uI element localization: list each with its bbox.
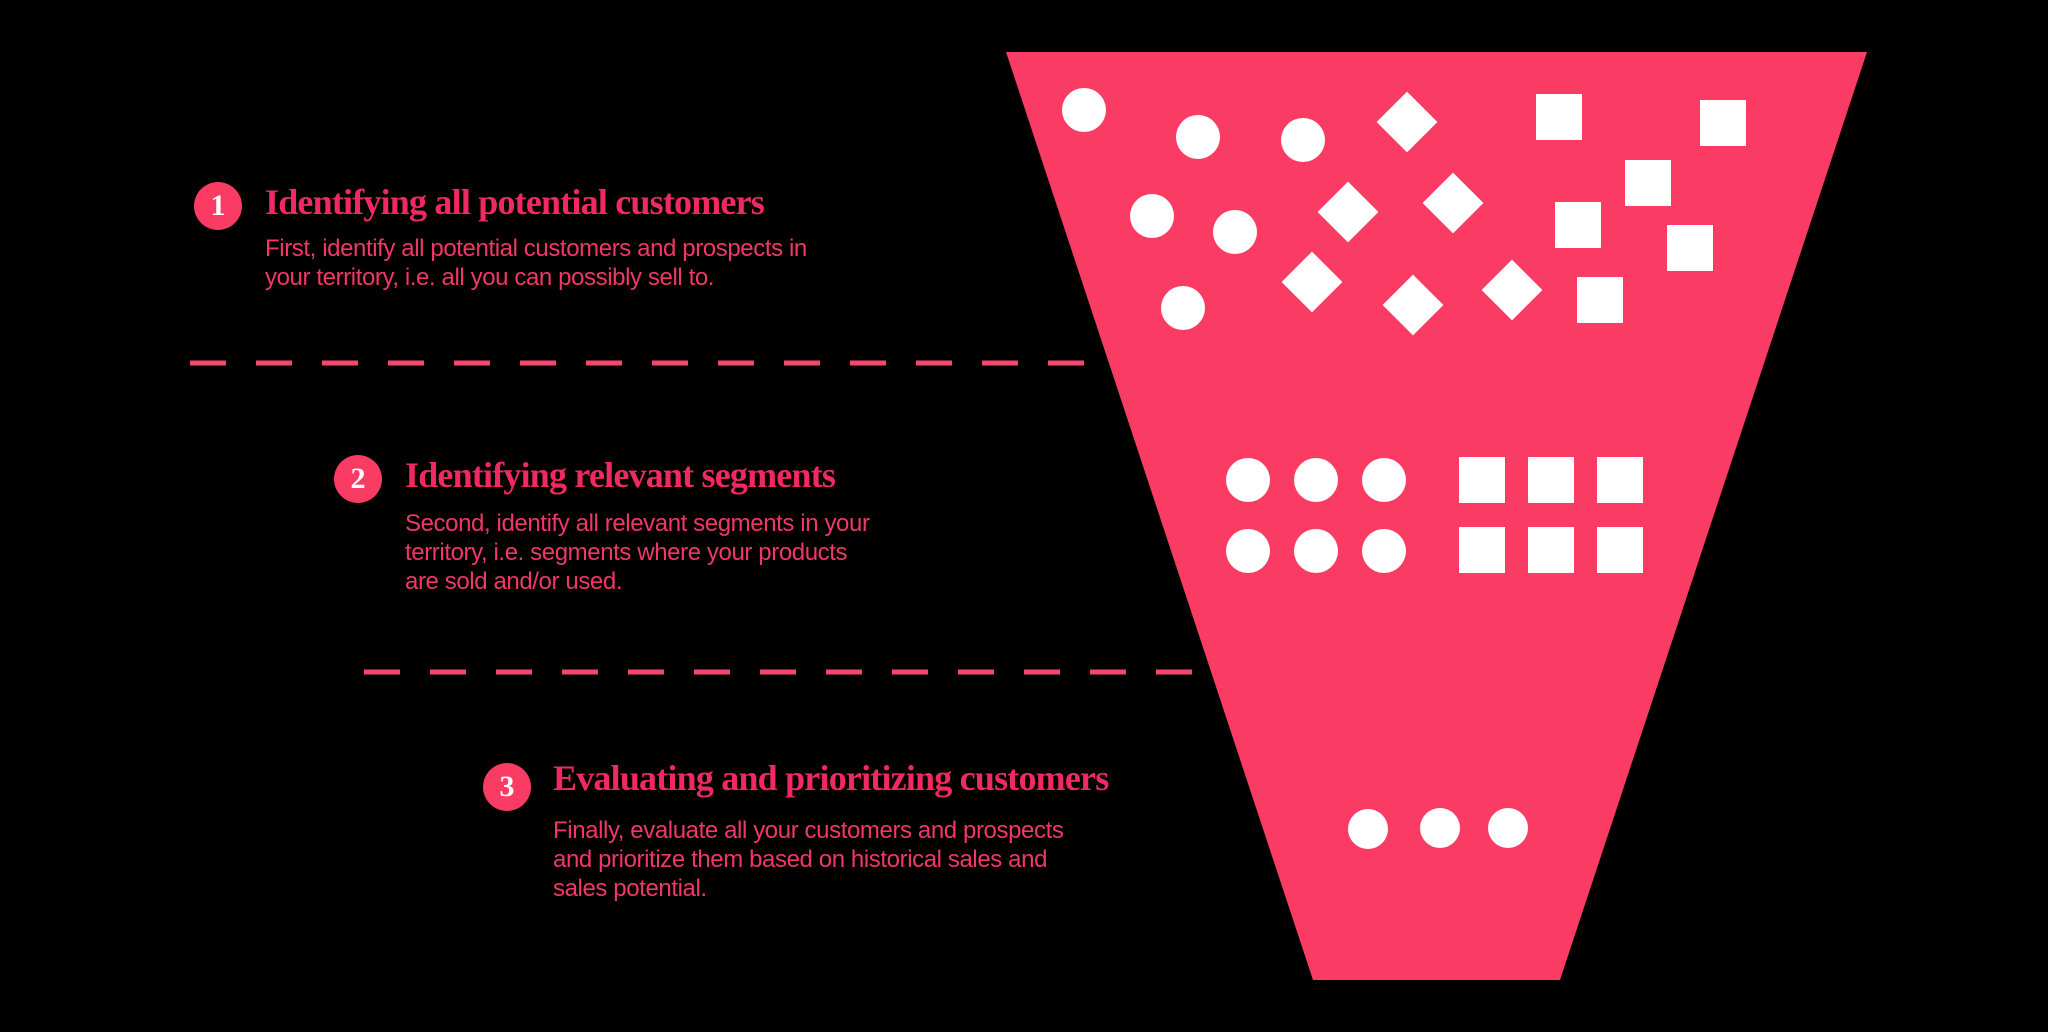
customer-dot-all-potential-customers xyxy=(1161,286,1205,330)
customer-square-all-potential-customers xyxy=(1555,202,1601,248)
customer-dot-prioritized-customers xyxy=(1488,808,1528,848)
customer-square-all-potential-customers xyxy=(1700,100,1746,146)
customer-diamond-all-potential-customers xyxy=(1281,251,1343,313)
customer-square-relevant-segments xyxy=(1528,457,1574,503)
customer-square-all-potential-customers xyxy=(1577,277,1623,323)
step-3-description: Finally, evaluate all your customers and… xyxy=(553,817,1064,902)
customer-square-relevant-segments xyxy=(1528,527,1574,573)
customer-square-relevant-segments xyxy=(1459,457,1505,503)
customer-dot-all-potential-customers xyxy=(1130,194,1174,238)
customer-dot-prioritized-customers xyxy=(1348,809,1388,849)
customer-dot-relevant-segments xyxy=(1226,458,1270,502)
customer-square-all-potential-customers xyxy=(1667,225,1713,271)
step-3-number: 3 xyxy=(499,770,515,803)
customer-dot-prioritized-customers xyxy=(1420,808,1460,848)
customer-dot-relevant-segments xyxy=(1294,529,1338,573)
step-3-number-badge: 3 xyxy=(483,763,531,811)
step-1-number-badge: 1 xyxy=(194,182,242,230)
customer-dot-relevant-segments xyxy=(1362,458,1406,502)
customer-dot-all-potential-customers xyxy=(1176,115,1220,159)
step-2-description: Second, identify all relevant segments i… xyxy=(405,510,870,595)
customer-square-relevant-segments xyxy=(1597,457,1643,503)
customer-dot-all-potential-customers xyxy=(1213,210,1257,254)
step-1-number: 1 xyxy=(210,189,226,222)
step-2-number-badge: 2 xyxy=(334,455,382,503)
customer-square-all-potential-customers xyxy=(1625,160,1671,206)
customer-dot-all-potential-customers xyxy=(1062,88,1106,132)
step-2-number: 2 xyxy=(350,462,366,495)
step-3-title: Evaluating and prioritizing customers xyxy=(553,758,1109,798)
customer-dot-all-potential-customers xyxy=(1281,118,1325,162)
customer-diamond-all-potential-customers xyxy=(1422,172,1484,234)
step-1-title: Identifying all potential customers xyxy=(265,182,765,222)
step-1-description: First, identify all potential customers … xyxy=(265,235,807,291)
funnel-body xyxy=(1006,52,1867,980)
step-2-title: Identifying relevant segments xyxy=(405,455,836,495)
customer-diamond-all-potential-customers xyxy=(1376,91,1438,153)
customer-diamond-all-potential-customers xyxy=(1481,259,1543,321)
customer-dot-relevant-segments xyxy=(1362,529,1406,573)
customer-square-relevant-segments xyxy=(1597,527,1643,573)
customer-square-all-potential-customers xyxy=(1536,94,1582,140)
customer-dot-relevant-segments xyxy=(1226,529,1270,573)
customer-dot-relevant-segments xyxy=(1294,458,1338,502)
customer-diamond-all-potential-customers xyxy=(1382,274,1444,336)
customer-diamond-all-potential-customers xyxy=(1317,181,1379,243)
customer-square-relevant-segments xyxy=(1459,527,1505,573)
